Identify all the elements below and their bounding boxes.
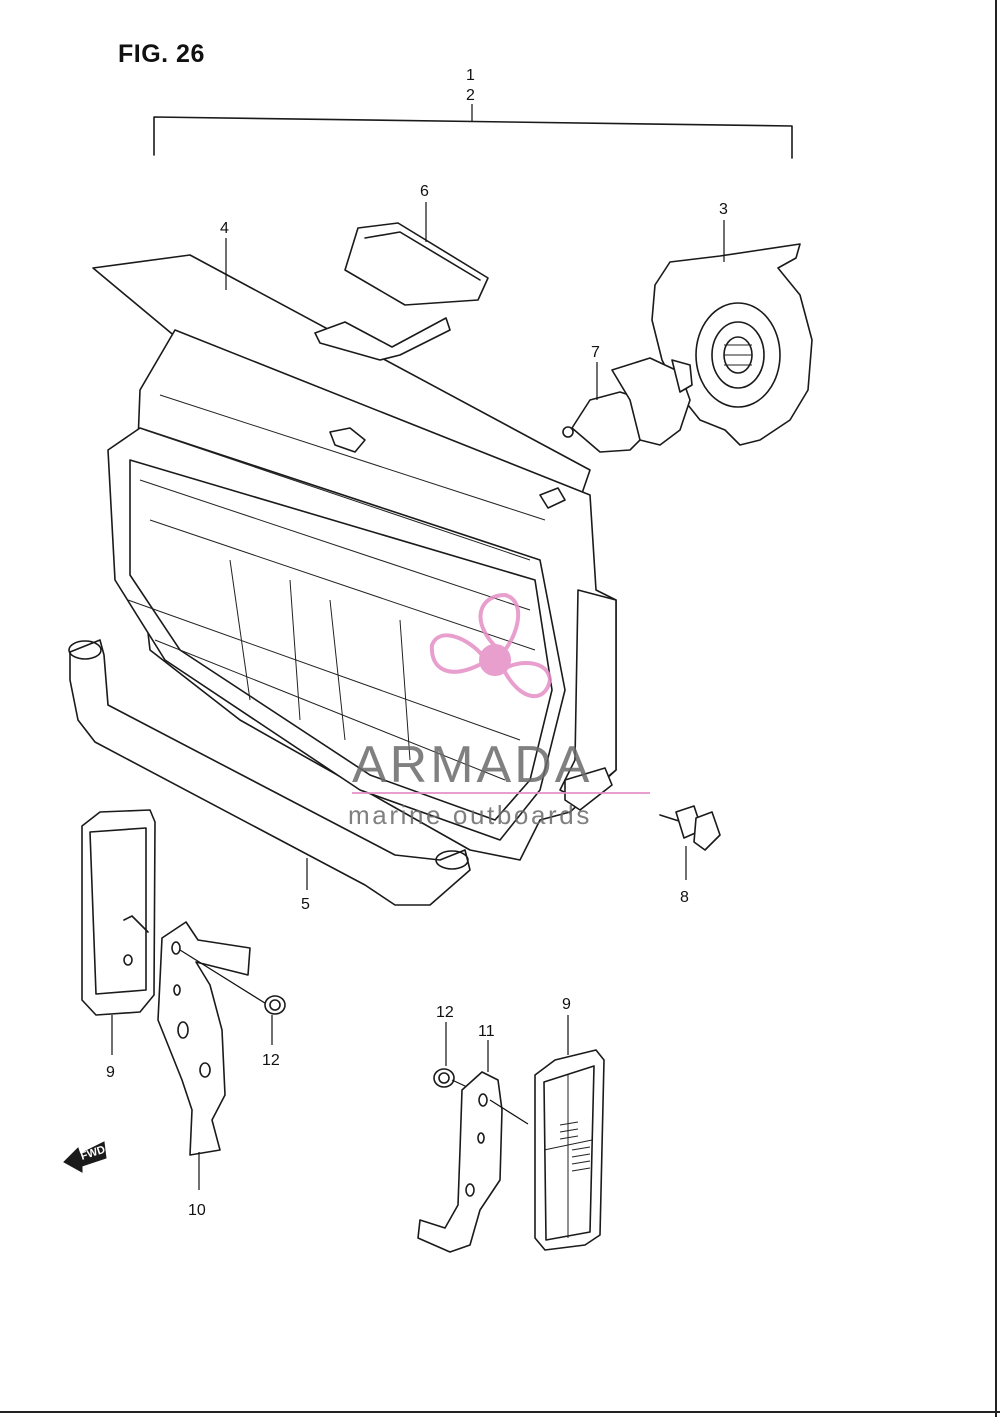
bracket-part-11: [417, 1040, 529, 1253]
watermark-brand: ARMADA: [352, 736, 592, 794]
callout-9-right: 9: [562, 996, 571, 1013]
callout-1: 1: [466, 67, 475, 84]
reflector-part-9-left: [81, 809, 156, 1055]
figure-title: FIG. 26: [118, 40, 205, 68]
propeller-logo-icon: [429, 592, 553, 699]
callout-9-left: 9: [106, 1064, 115, 1081]
lower-trim-part-5: [68, 639, 471, 906]
callout-3: 3: [719, 201, 728, 218]
armada-watermark: ARMADA marine outboards: [348, 592, 650, 830]
bulb-part-7: [562, 357, 693, 453]
callout-8: 8: [680, 889, 689, 906]
headlight-housing-part-4: [92, 238, 617, 861]
callout-2: 2: [466, 87, 475, 104]
callout-11: 11: [478, 1023, 495, 1040]
callout-12-right: 12: [436, 1004, 454, 1021]
fwd-arrow-icon: FWD: [63, 1141, 107, 1173]
reflector-part-9-right: [534, 1015, 605, 1251]
callout-5: 5: [301, 896, 310, 913]
callout-12-left: 12: [262, 1052, 280, 1069]
callout-10: 10: [188, 1202, 206, 1219]
socket-cover-part-3: [651, 220, 813, 446]
bolt-part-8: [659, 805, 721, 880]
nut-part-12-left: [264, 995, 286, 1045]
cover-plate-part-6: [344, 202, 489, 306]
callout-4: 4: [220, 220, 229, 237]
watermark-tagline: marine outboards: [348, 800, 592, 830]
callout-6: 6: [420, 183, 429, 200]
callout-7: 7: [591, 344, 600, 361]
assembly-bracket: [153, 104, 793, 159]
bracket-part-10: [123, 915, 269, 1190]
